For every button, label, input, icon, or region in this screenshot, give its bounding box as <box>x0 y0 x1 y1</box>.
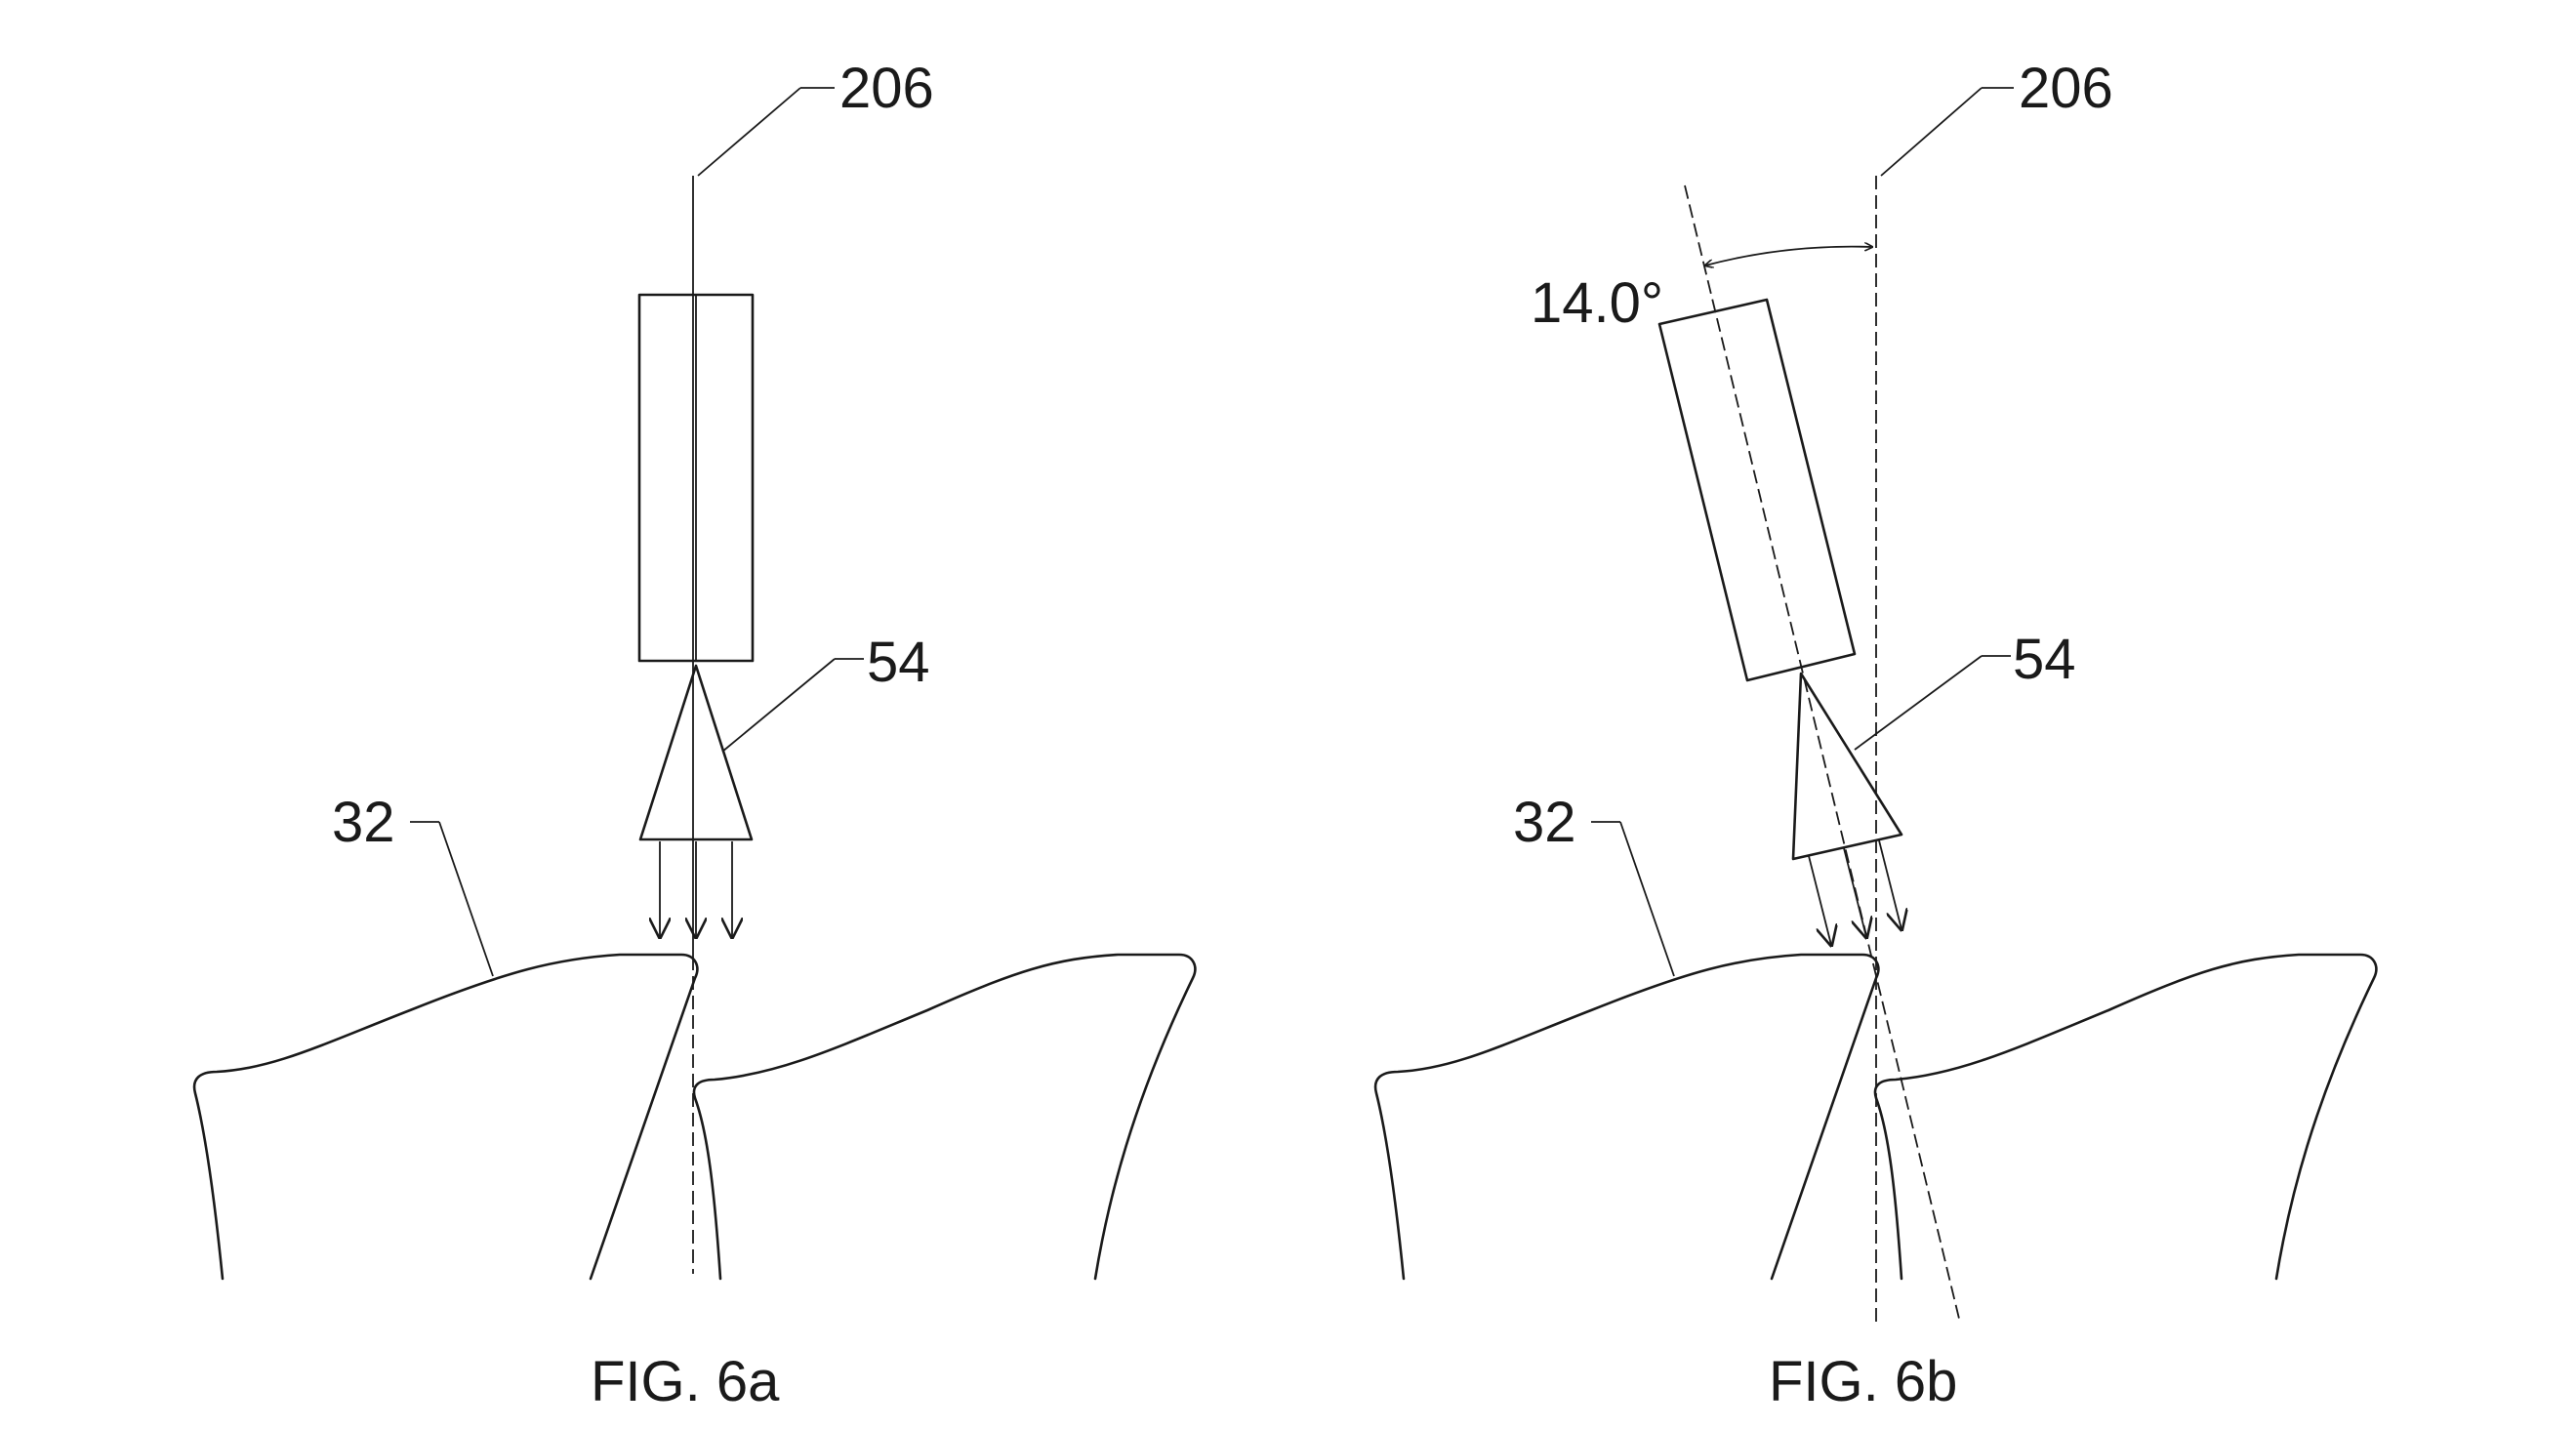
blade-label: 32 <box>332 791 395 854</box>
spray-arrow-left <box>1808 855 1831 945</box>
axis-label: 206 <box>839 57 934 120</box>
blade-left <box>192 953 699 1281</box>
spray-arrow-right <box>1878 839 1901 929</box>
figure-6b: 206 14.0° 54 32 FIG. 6b <box>1373 57 2378 1413</box>
blade-right <box>1873 953 2378 1281</box>
spray-cone <box>1791 672 1903 861</box>
blade-left <box>1373 953 1880 1281</box>
axis-label: 206 <box>2019 57 2113 120</box>
figure-caption: FIG. 6b <box>1769 1350 1957 1413</box>
angle-dimension-arc <box>1705 247 1872 266</box>
blade-right <box>692 953 1197 1281</box>
spray-cone <box>638 664 754 841</box>
nozzle-leader <box>1854 655 1983 751</box>
spray-arrow-center <box>1843 847 1866 937</box>
blade-label: 32 <box>1513 791 1576 854</box>
nozzle-leader <box>721 658 836 753</box>
axis-leader <box>1880 87 1983 177</box>
axis-leader <box>697 87 801 177</box>
nozzle-label: 54 <box>2013 628 2076 691</box>
nozzle-label: 54 <box>867 631 930 694</box>
nozzle-body <box>1657 298 1857 682</box>
figure-6a: 206 54 32 FIG. 6a <box>192 57 1197 1413</box>
blade-leader <box>1619 821 1675 977</box>
tilted-axis <box>1684 184 1961 1324</box>
angle-label: 14.0° <box>1531 271 1663 335</box>
figure-caption: FIG. 6a <box>591 1350 780 1413</box>
blade-leader <box>438 821 494 977</box>
